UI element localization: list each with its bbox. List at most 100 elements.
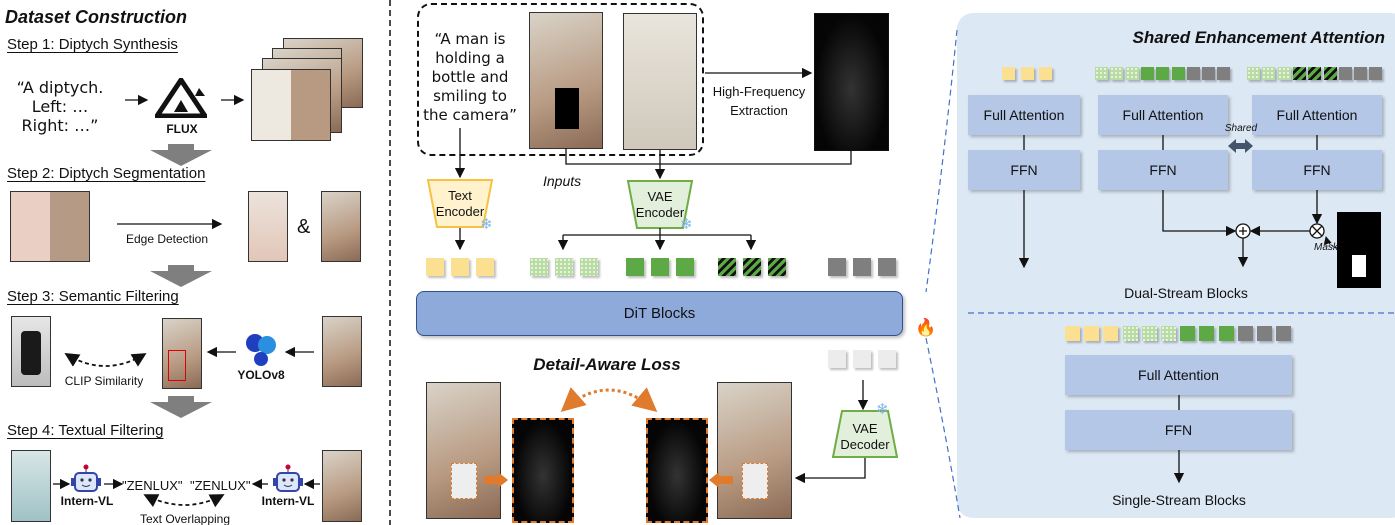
down-arrow-icon	[150, 265, 212, 287]
generated-photo	[717, 382, 792, 519]
prompt-line: bottle and	[431, 68, 509, 86]
token-light	[853, 350, 871, 368]
full-attention-text: Full Attention	[968, 95, 1080, 135]
prompt-line: smiling to	[433, 87, 507, 105]
dit-blocks: DiT Blocks	[416, 291, 903, 336]
reference-product-photo	[623, 13, 697, 150]
token-yellow	[476, 258, 494, 276]
mask-region	[555, 88, 579, 129]
intern-vl-label: Intern-VL	[60, 494, 114, 508]
snowflake-icon: ❄	[680, 216, 693, 233]
step1-heading: Step 1: Diptych Synthesis	[7, 36, 178, 53]
token-yellow	[1084, 326, 1100, 341]
sea-title: Shared Enhancement Attention	[1132, 28, 1385, 47]
edge-detection-label: Edge Detection	[125, 232, 209, 246]
ffn-image: FFN	[1098, 150, 1228, 190]
token-dot	[530, 258, 548, 276]
full-attention-image: Full Attention	[1098, 95, 1228, 135]
overlap-arrow	[143, 494, 225, 508]
token-gray	[1338, 67, 1352, 80]
person-photo	[321, 191, 361, 262]
product-photo	[11, 450, 51, 522]
single-stream-label: Single-Stream Blocks	[1112, 492, 1246, 508]
token-green	[1140, 67, 1154, 80]
person-photo	[322, 450, 362, 522]
ampersand: &	[297, 216, 311, 238]
generated-high-frequency	[646, 418, 708, 523]
label-line: VAE	[852, 421, 878, 436]
token-stripe	[1308, 67, 1322, 80]
token-dot	[555, 258, 573, 276]
mask-image	[1337, 212, 1381, 288]
token-yellow	[1039, 67, 1052, 80]
label-line: Encoder	[635, 204, 685, 220]
yolo-label: YOLOv8	[237, 368, 285, 382]
token-stripe	[718, 258, 736, 276]
detection-box	[168, 350, 186, 381]
token-yellow	[1103, 326, 1119, 341]
diptych-photo	[251, 69, 331, 141]
step4-heading: Step 4: Textual Filtering	[7, 422, 164, 439]
token-gray	[853, 258, 871, 276]
token-dot	[1262, 67, 1276, 80]
prompt-line: “A man is	[434, 30, 506, 48]
block-label: Full Attention	[1122, 107, 1204, 123]
label-line: Extraction	[730, 103, 788, 118]
token-gray	[1369, 67, 1383, 80]
token-green	[1171, 67, 1185, 80]
token-light	[878, 350, 896, 368]
product-photo	[11, 316, 51, 387]
inputs-label: Inputs	[543, 173, 582, 189]
loss-title: Detail-Aware Loss	[533, 355, 681, 374]
token-yellow	[1002, 67, 1015, 80]
token-dot	[1141, 326, 1157, 341]
token-dot	[1122, 326, 1138, 341]
product-crop-box	[742, 463, 768, 499]
label-line: High-Frequency	[712, 84, 806, 99]
yolo-logo-icon	[246, 334, 276, 366]
ffn-single: FFN	[1065, 410, 1292, 450]
token-dot	[1095, 67, 1108, 80]
token-dot	[580, 258, 598, 276]
token-gray	[1257, 326, 1272, 341]
ffn-subject: FFN	[1252, 150, 1382, 190]
block-label: FFN	[1164, 422, 1193, 438]
inputs-box	[417, 3, 704, 156]
token-gray	[828, 258, 846, 276]
prompt-line: holding a	[435, 49, 505, 67]
token-green	[1218, 326, 1234, 341]
target-high-frequency	[512, 418, 574, 523]
token-green	[1156, 67, 1170, 80]
label-line: VAE	[647, 188, 673, 204]
step3-heading: Step 3: Semantic Filtering	[7, 288, 179, 305]
robot-icon	[71, 464, 101, 492]
mask-label: Mask	[1314, 242, 1338, 253]
token-gray	[1202, 67, 1216, 80]
zoom-connector	[925, 29, 961, 519]
token-gray	[1217, 67, 1231, 80]
person-photo	[322, 316, 362, 387]
shared-label: Shared	[1224, 123, 1258, 134]
token-gray	[1276, 326, 1292, 341]
high-frequency-label: High-Frequency Extraction	[709, 82, 809, 120]
snowflake-icon: ❄	[480, 216, 493, 233]
token-stripe	[743, 258, 761, 276]
input-prompt: “A man is holding a bottle and smiling t…	[420, 30, 520, 125]
token-light	[828, 350, 846, 368]
prompt-line: the camera”	[423, 106, 517, 124]
token-dot	[1277, 67, 1291, 80]
token-stripe	[1323, 67, 1337, 80]
dataset-title: Dataset Construction	[5, 7, 188, 27]
token-stripe	[1292, 67, 1306, 80]
prompt-line: Right: …”	[21, 116, 99, 135]
token-gray	[1354, 67, 1368, 80]
full-attention-single: Full Attention	[1065, 355, 1292, 395]
token-yellow	[1065, 326, 1080, 341]
step2-heading: Step 2: Diptych Segmentation	[7, 165, 206, 182]
block-label: Full Attention	[983, 107, 1065, 123]
ocr-text-right: "ZENLUX"	[190, 478, 251, 493]
product-crop-box	[451, 463, 477, 499]
token-green	[651, 258, 669, 276]
